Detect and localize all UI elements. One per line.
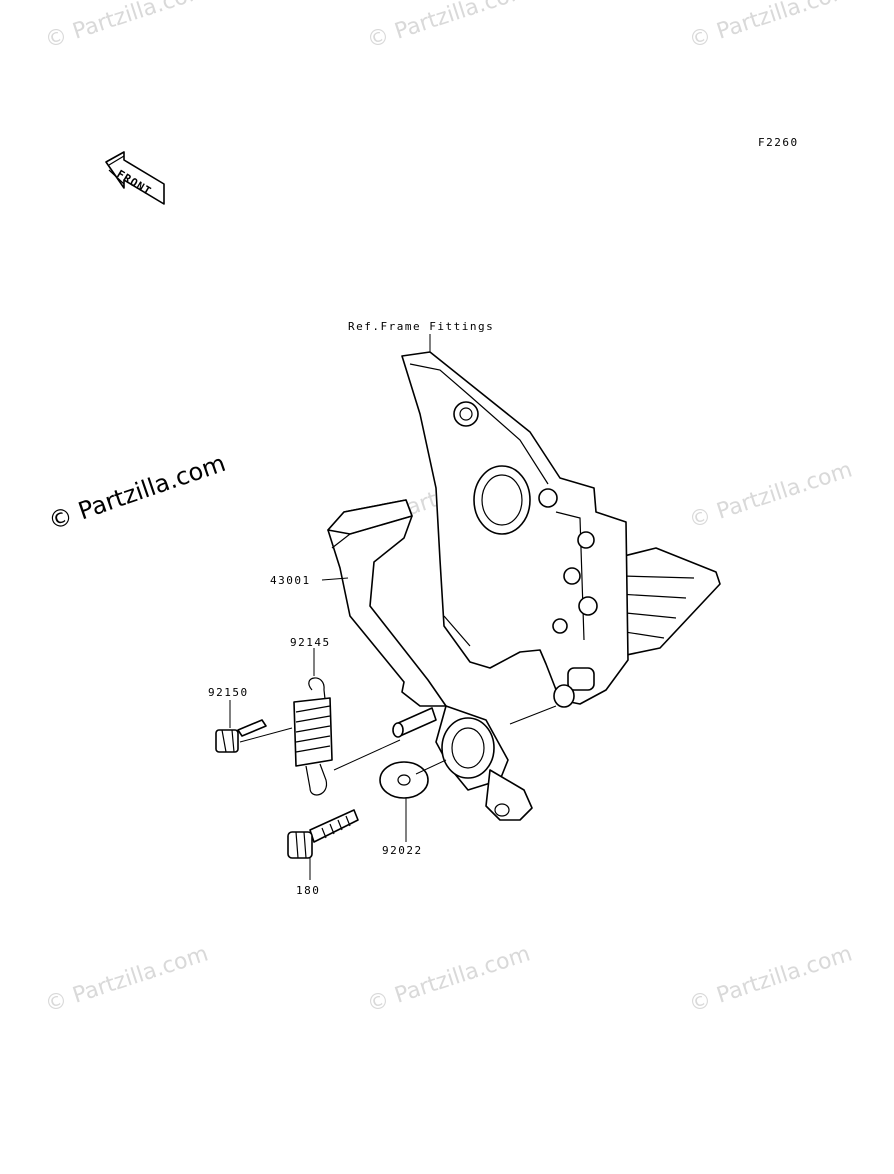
leader-43001 (321, 577, 349, 581)
watermark: © Partzilla.com (42, 941, 211, 1017)
brake-pedal (327, 499, 533, 821)
bolt-180 (287, 809, 359, 859)
callout-92150: 92150 (208, 686, 249, 699)
frame-bracket (401, 351, 629, 705)
pivot-pin (553, 667, 595, 708)
callout-92022: 92022 (382, 844, 423, 857)
callout-92145: 92145 (290, 636, 331, 649)
ref-frame-label: Ref.Frame Fittings (348, 320, 494, 333)
washer (379, 761, 429, 799)
diagram-code: F2260 (758, 136, 799, 149)
watermark: © Partzilla.com (686, 0, 855, 54)
spring-stud (392, 707, 437, 738)
return-spring (293, 677, 333, 796)
watermark: © Partzilla.com (364, 941, 533, 1017)
watermark-main: © Partzilla.com (45, 449, 229, 536)
watermark: © Partzilla.com (686, 457, 855, 533)
watermark: © Partzilla.com (42, 0, 211, 54)
watermark: © Partzilla.com (364, 0, 533, 54)
front-arrow-icon: FRONT (105, 151, 165, 205)
watermark: © Partzilla.com (686, 941, 855, 1017)
callout-180: 180 (296, 884, 320, 897)
bolt-92150 (215, 719, 267, 753)
callout-43001: 43001 (270, 574, 311, 587)
assembly-lines (239, 705, 557, 775)
